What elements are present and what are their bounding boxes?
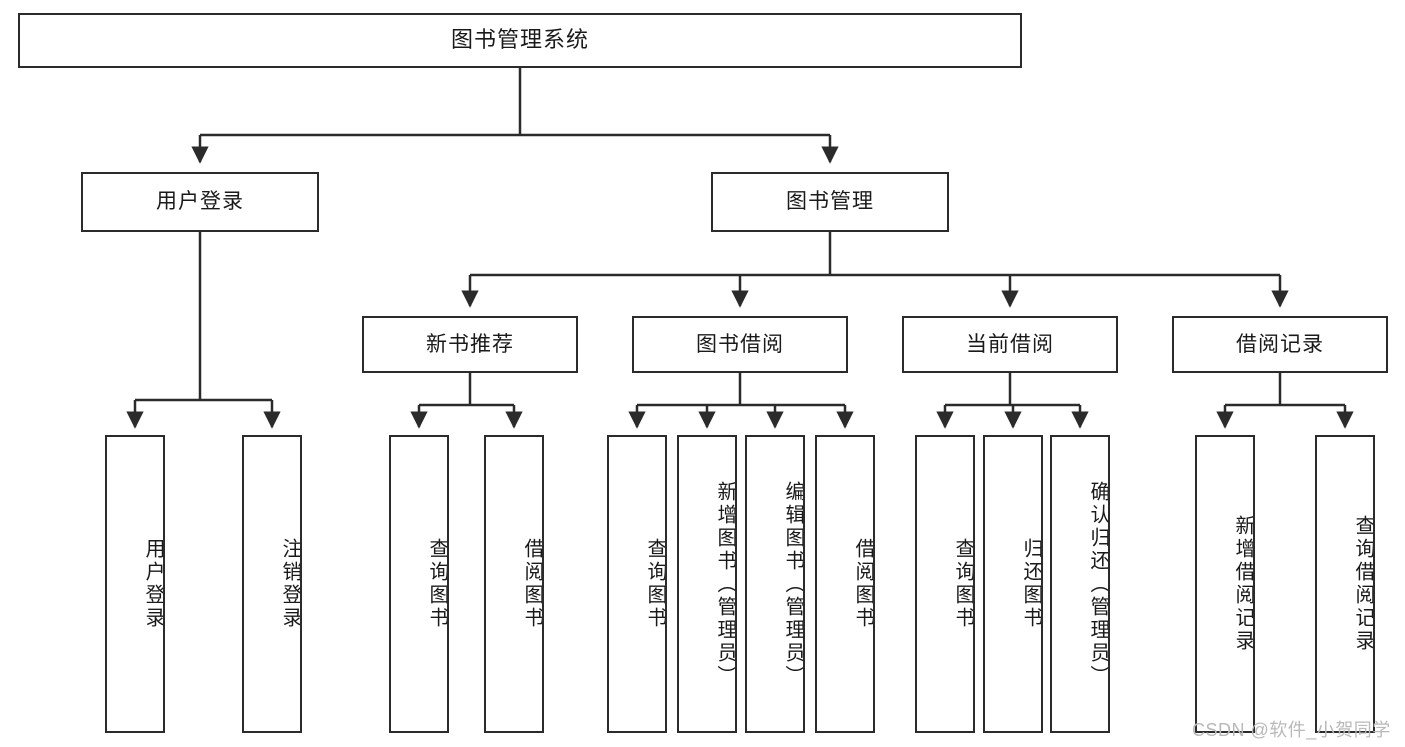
leaf-query-borrow-record[interactable]: 查询借阅记录 (1315, 435, 1375, 733)
node-book-management[interactable]: 图书管理 (711, 172, 949, 232)
leaf-add-borrow-record[interactable]: 新增借阅记录 (1195, 435, 1255, 733)
leaf-return-book[interactable]: 归还图书 (983, 435, 1043, 733)
leaf-user-login[interactable]: 用户登录 (105, 435, 165, 733)
leaf-query-book-borrow[interactable]: 查询图书 (607, 435, 667, 733)
leaf-logout[interactable]: 注销登录 (242, 435, 302, 733)
watermark-credit: CSDN @软件_小贺同学 (1192, 720, 1391, 740)
node-root-system[interactable]: 图书管理系统 (18, 13, 1022, 68)
node-current-borrow[interactable]: 当前借阅 (902, 316, 1118, 373)
leaf-add-book-admin[interactable]: 新增图书（管理员） (677, 435, 737, 733)
node-new-book-recommend[interactable]: 新书推荐 (362, 316, 578, 373)
leaf-borrow-book-new-recommend[interactable]: 借阅图书 (484, 435, 544, 733)
node-borrow-record[interactable]: 借阅记录 (1172, 316, 1388, 373)
node-user-login[interactable]: 用户登录 (81, 172, 319, 232)
leaf-edit-book-admin[interactable]: 编辑图书（管理员） (745, 435, 805, 733)
leaf-query-book-new-recommend[interactable]: 查询图书 (389, 435, 449, 733)
leaf-query-book-current[interactable]: 查询图书 (915, 435, 975, 733)
leaf-confirm-return-admin[interactable]: 确认归还（管理员） (1050, 435, 1110, 733)
leaf-borrow-book[interactable]: 借阅图书 (815, 435, 875, 733)
node-book-borrow[interactable]: 图书借阅 (632, 316, 848, 373)
